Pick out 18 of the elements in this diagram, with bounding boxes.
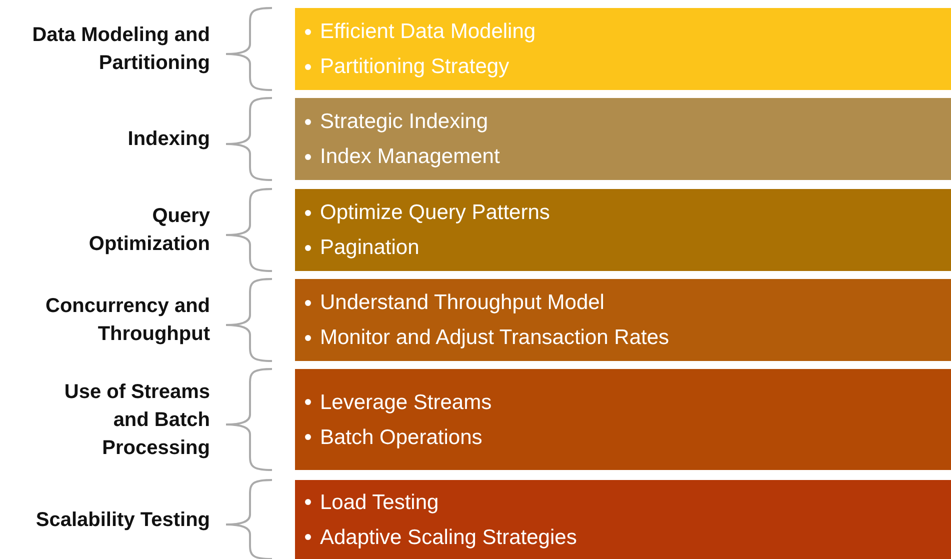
bullet-item: Load Testing (320, 490, 439, 516)
bullet-item: Efficient Data Modeling (320, 19, 536, 45)
bullet-item: Strategic Indexing (320, 109, 488, 135)
bullet-item: Adaptive Scaling Strategies (320, 524, 577, 550)
row-heading: Scalability Testing (34, 508, 210, 532)
bullet-item: Monitor and Adjust Transaction Rates (320, 325, 670, 351)
row-heading: Data Modeling and Partitioning (31, 23, 210, 76)
bullet-item: Batch Operations (320, 424, 482, 450)
bullet-item: Optimize Query Patterns (320, 200, 550, 226)
bullet-item: Pagination (320, 235, 420, 261)
bullet-item: Leverage Streams (320, 390, 492, 416)
bullet-item: Partitioning Strategy (320, 54, 510, 80)
bullet-item: Index Management (320, 144, 500, 170)
row-heading: Query Optimization (88, 204, 210, 257)
bullet-item: Understand Throughput Model (320, 290, 604, 316)
row-heading: Use of Streams and Batch Processing (63, 380, 210, 460)
row-heading: Concurrency and Throughput (44, 294, 210, 347)
row-heading: Indexing (126, 127, 210, 152)
